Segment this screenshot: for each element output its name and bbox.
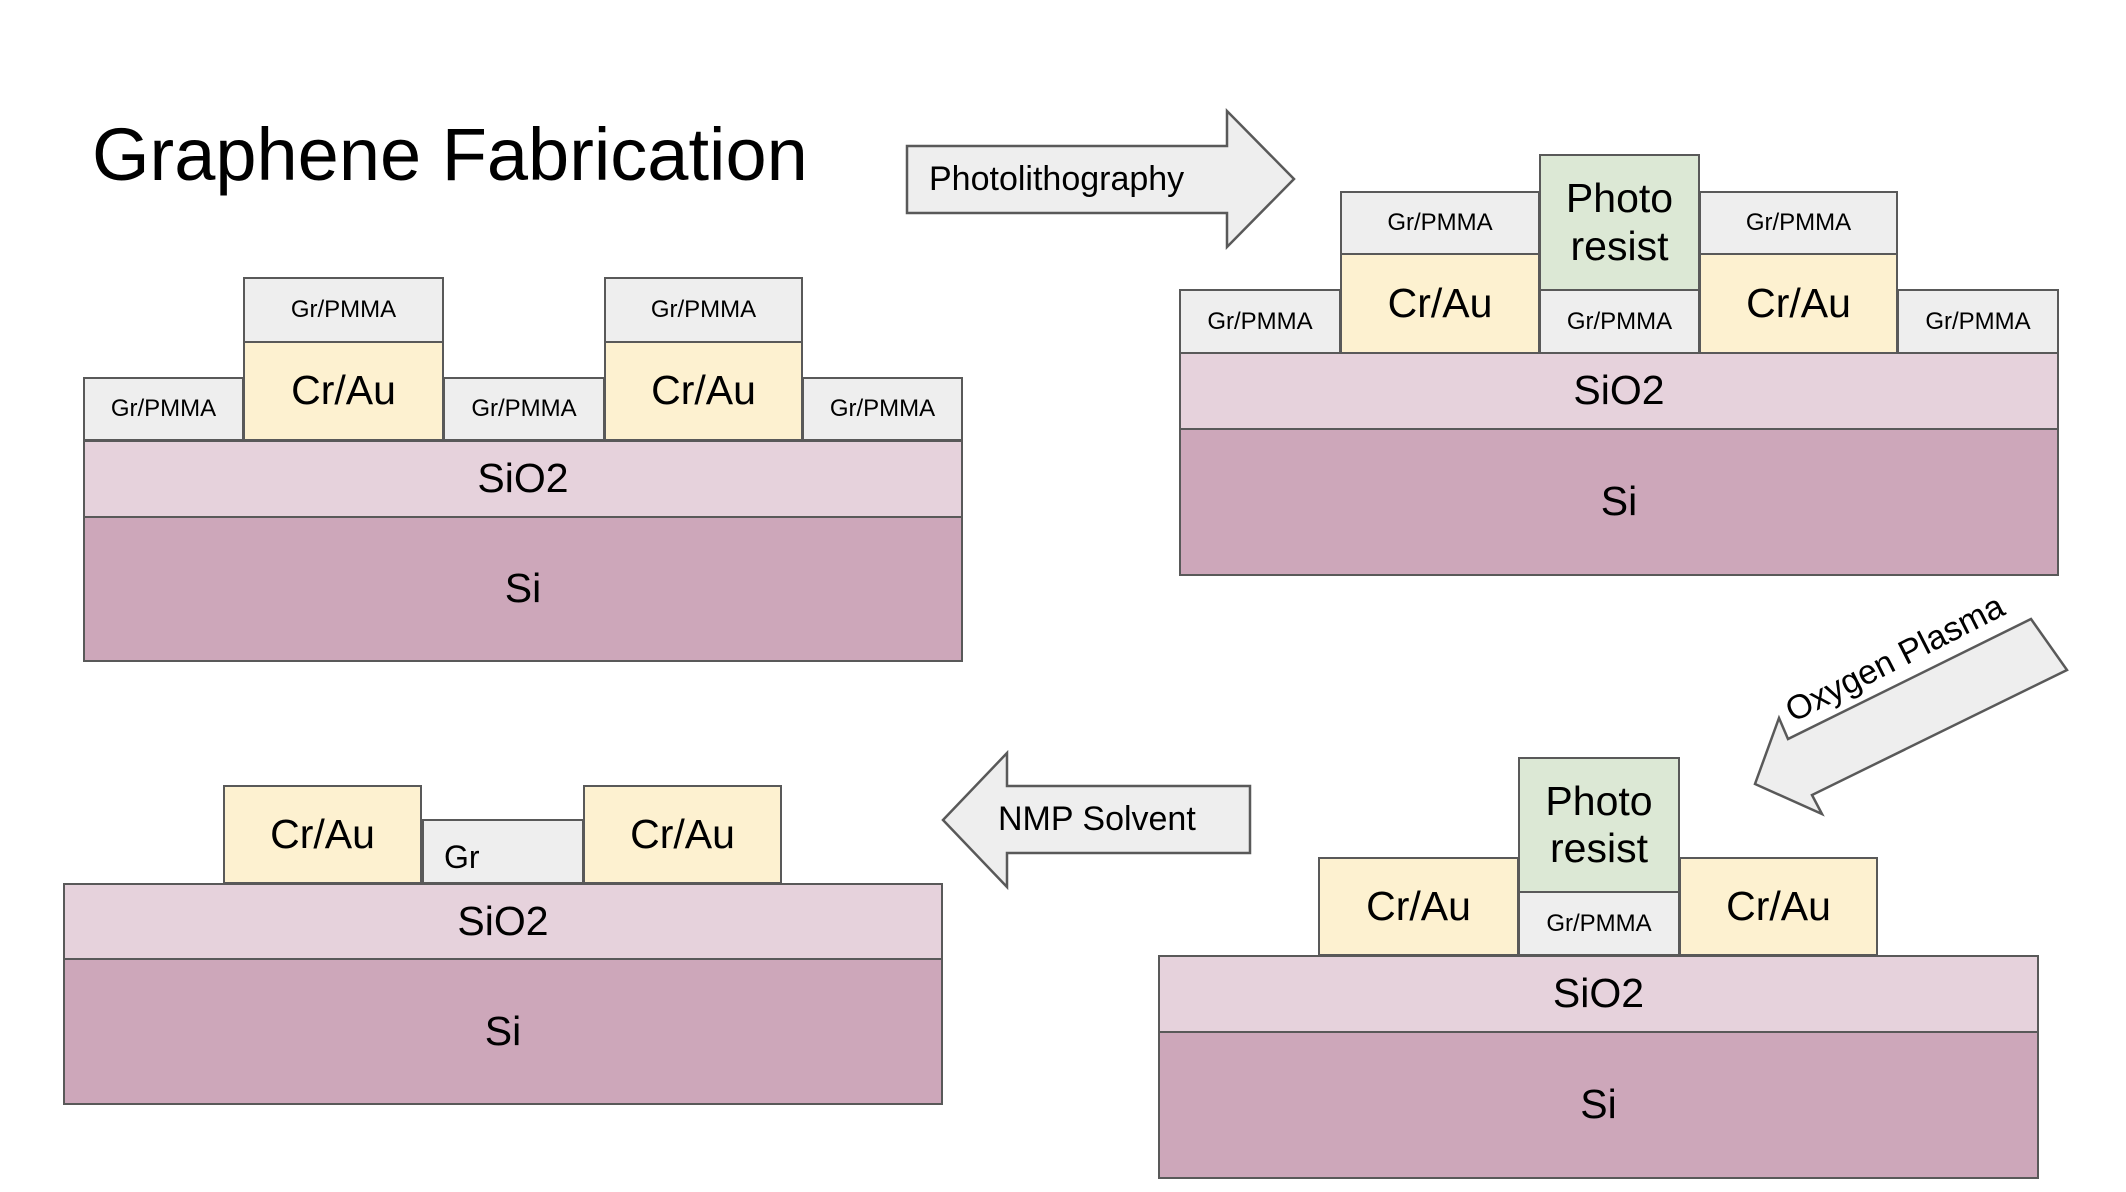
step1-gr-pmma-top-right: Gr/PMMA xyxy=(604,277,803,343)
step2-gr-pmma-top-left: Gr/PMMA xyxy=(1340,191,1540,255)
step1-gr-pmma-middle: Gr/PMMA xyxy=(443,377,605,441)
step3-cr-au-left: Cr/Au xyxy=(1318,857,1519,956)
step3-photoresist: Photo resist xyxy=(1518,757,1680,893)
step1-gr-pmma-left: Gr/PMMA xyxy=(83,377,244,441)
step2-si-layer: Si xyxy=(1179,428,2059,576)
step1-cr-au-left: Cr/Au xyxy=(243,341,444,441)
step1-gr-pmma-right: Gr/PMMA xyxy=(802,377,963,441)
step3-cr-au-right: Cr/Au xyxy=(1679,857,1878,956)
step3-si-layer: Si xyxy=(1158,1031,2039,1179)
step2-cr-au-right: Cr/Au xyxy=(1699,253,1898,354)
nmp-solvent-arrow-icon xyxy=(941,749,1252,891)
step2-gr-pmma-middle: Gr/PMMA xyxy=(1539,289,1700,354)
step4-sio2-layer: SiO2 xyxy=(63,883,943,960)
step4-graphene: Gr xyxy=(422,819,584,884)
step4-cr-au-right: Cr/Au xyxy=(583,785,782,884)
step2-sio2-layer: SiO2 xyxy=(1179,352,2059,430)
oxygen-plasma-arrow-icon xyxy=(1753,617,2069,817)
photolithography-arrow-icon xyxy=(905,107,1296,251)
step2-photoresist: Photo resist xyxy=(1539,154,1700,291)
nmp-solvent-label: NMP Solvent xyxy=(998,800,1196,838)
step4-si-layer: Si xyxy=(63,958,943,1105)
photolithography-label: Photolithography xyxy=(929,160,1185,198)
step3-gr-pmma: Gr/PMMA xyxy=(1518,891,1680,956)
page-title: Graphene Fabrication xyxy=(92,113,808,196)
step2-gr-pmma-right: Gr/PMMA xyxy=(1897,289,2059,354)
step1-sio2-layer: SiO2 xyxy=(83,440,963,518)
step3-sio2-layer: SiO2 xyxy=(1158,955,2039,1033)
step2-cr-au-left: Cr/Au xyxy=(1340,253,1540,354)
step1-cr-au-right: Cr/Au xyxy=(604,341,803,441)
step4-cr-au-left: Cr/Au xyxy=(223,785,422,884)
step2-gr-pmma-top-right: Gr/PMMA xyxy=(1699,191,1898,255)
step1-gr-pmma-top-left: Gr/PMMA xyxy=(243,277,444,343)
step1-si-layer: Si xyxy=(83,516,963,662)
step2-gr-pmma-left: Gr/PMMA xyxy=(1179,289,1341,354)
